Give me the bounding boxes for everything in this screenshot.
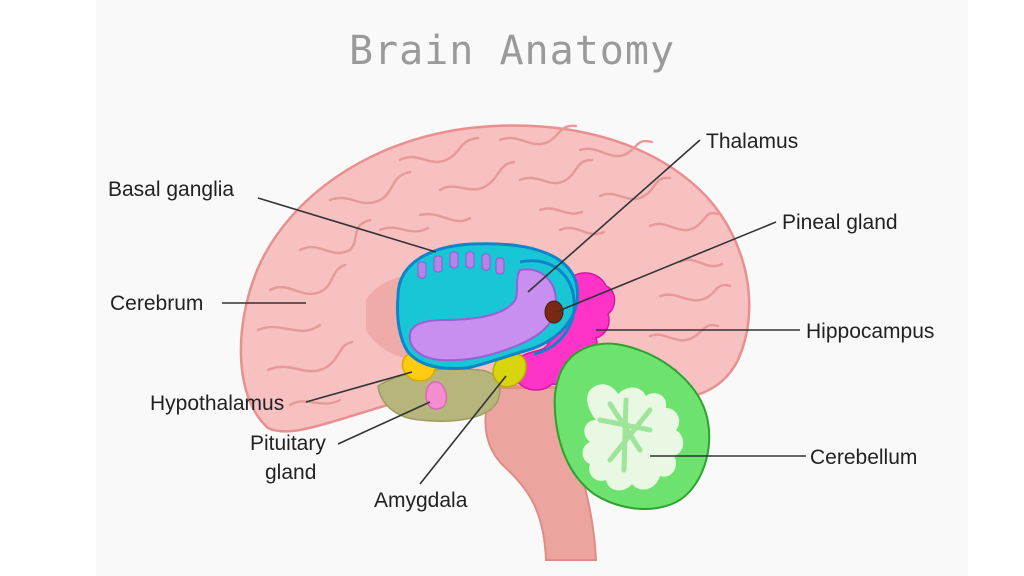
cerebellum-arbor-vitae — [582, 384, 684, 491]
basal-ganglia-tail — [519, 259, 576, 356]
label-basal-ganglia: Basal ganglia — [108, 178, 234, 201]
leader-amygdala — [419, 375, 507, 485]
leader-pineal-gland — [555, 221, 777, 313]
basal-ganglia-striations — [417, 251, 505, 279]
label-hippocampus: Hippocampus — [806, 320, 934, 343]
pineal-gland — [544, 300, 564, 324]
label-amygdala: Amygdala — [374, 489, 468, 512]
leader-hypothalamus — [305, 371, 413, 403]
cerebrum-gyri — [256, 124, 732, 407]
label-pituitary-line2: gland — [265, 461, 316, 484]
label-hypothalamus: Hypothalamus — [150, 392, 284, 415]
label-cerebrum: Cerebrum — [110, 292, 203, 315]
label-thalamus: Thalamus — [706, 130, 798, 153]
label-cerebellum: Cerebellum — [810, 446, 917, 469]
pituitary-gland — [425, 381, 448, 410]
leader-lines — [222, 139, 806, 485]
leader-basal-ganglia — [257, 197, 437, 253]
page-title: Brain Anatomy — [348, 28, 676, 74]
leader-thalamus — [527, 139, 701, 293]
label-pineal-gland: Pineal gland — [782, 211, 898, 234]
leader-pituitary — [337, 401, 431, 445]
label-pituitary-line1: Pituitary — [250, 432, 326, 455]
